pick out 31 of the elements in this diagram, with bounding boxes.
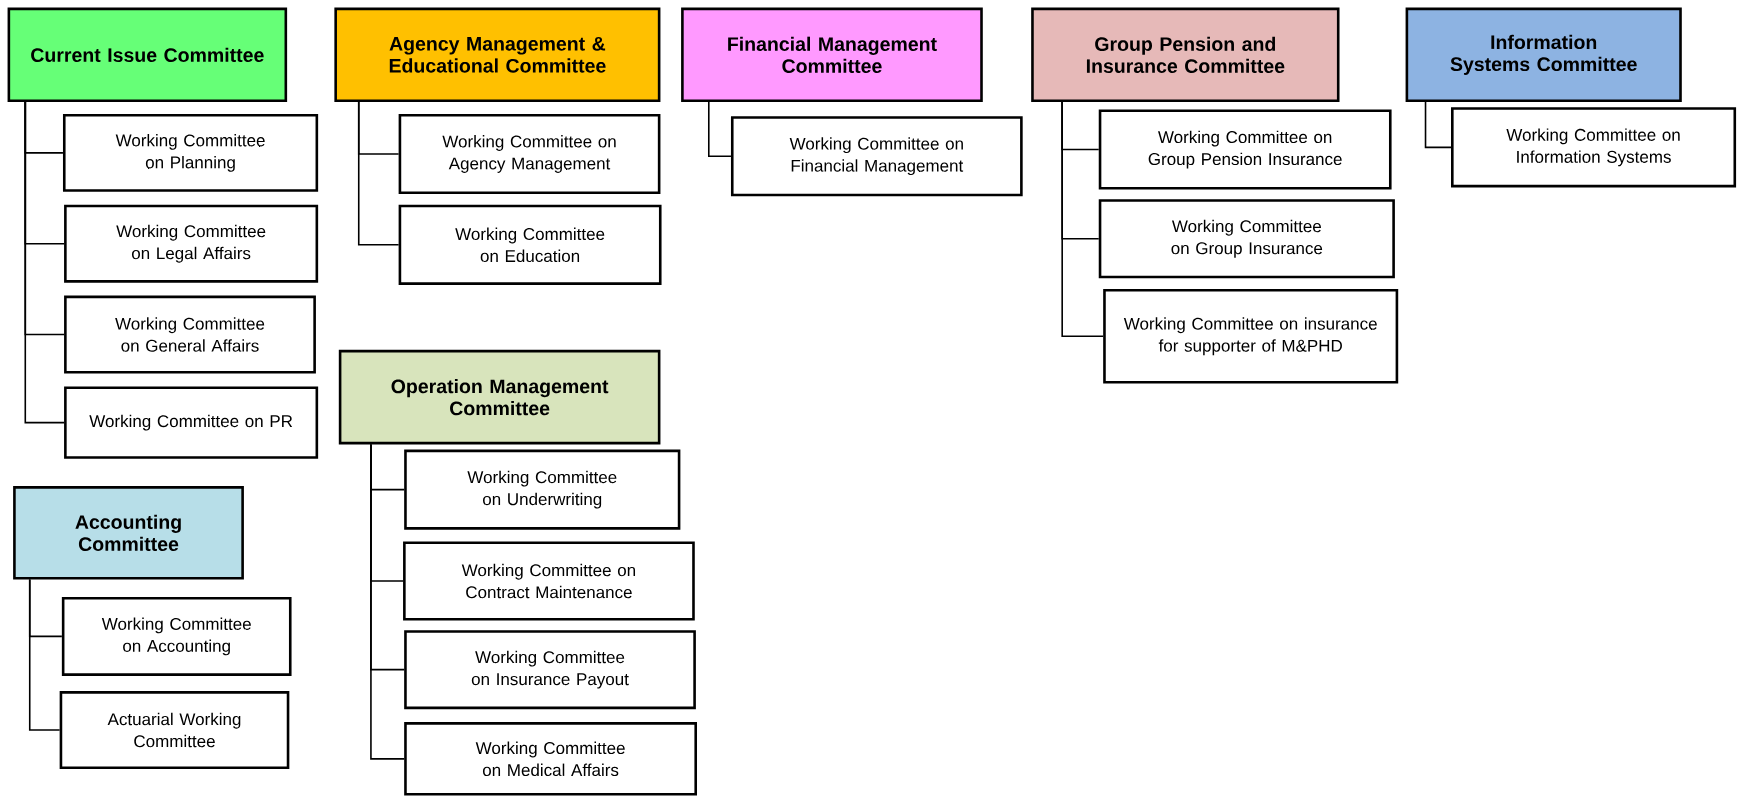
committee-box: Agency Management & Educational Committee: [334, 7, 661, 103]
committee-box: Operation Management Committee: [338, 349, 661, 445]
connector-line: [1424, 101, 1452, 149]
working-committee-box: Working Committee on Planning: [62, 113, 319, 192]
working-committee-box: Working Committee on PR: [64, 386, 319, 459]
working-committee-box: Working Committee on Legal Affairs: [64, 204, 319, 283]
working-committee-box: Actuarial Working Committee: [59, 691, 290, 769]
working-committee-box: Working Committee on Underwriting: [404, 449, 681, 530]
connector-line: [357, 101, 400, 246]
working-committee-box: Working Committee on Group Pension Insurance: [1098, 109, 1392, 190]
working-committee-box: Working Committee on Financial Management: [730, 116, 1023, 197]
connector-line: [28, 578, 61, 731]
committee-box: Financial Management Committee: [681, 7, 983, 103]
working-committee-box: Working Committee on Group Insurance: [1098, 199, 1395, 279]
committee-box: Accounting Committee: [13, 486, 244, 580]
connector-line: [370, 443, 405, 760]
working-committee-box: Working Committee on Accounting: [61, 596, 292, 676]
working-committee-box: Working Committee on Insurance Payout: [404, 630, 696, 710]
working-committee-box: Working Committee on Education: [398, 204, 662, 285]
working-committee-box: Working Committee on insurance for supporter of M&PHD: [1103, 288, 1399, 384]
committee-box: Current Issue Committee: [7, 7, 288, 103]
connector-line: [1061, 101, 1104, 337]
committee-box: Group Pension and Insurance Committee: [1031, 7, 1340, 103]
working-committee-box: Working Committee on Information Systems: [1451, 107, 1737, 188]
connector-line: [708, 101, 732, 157]
working-committee-box: Working Committee on Medical Affairs: [404, 722, 697, 796]
working-committee-box: Working Committee on Contract Maintenance: [403, 541, 695, 621]
working-committee-box: Working Committee on General Affairs: [64, 295, 316, 374]
committee-box: Information Systems Committee: [1405, 7, 1682, 103]
connector-line: [24, 101, 65, 424]
working-committee-box: Working Committee on Agency Management: [398, 113, 661, 195]
